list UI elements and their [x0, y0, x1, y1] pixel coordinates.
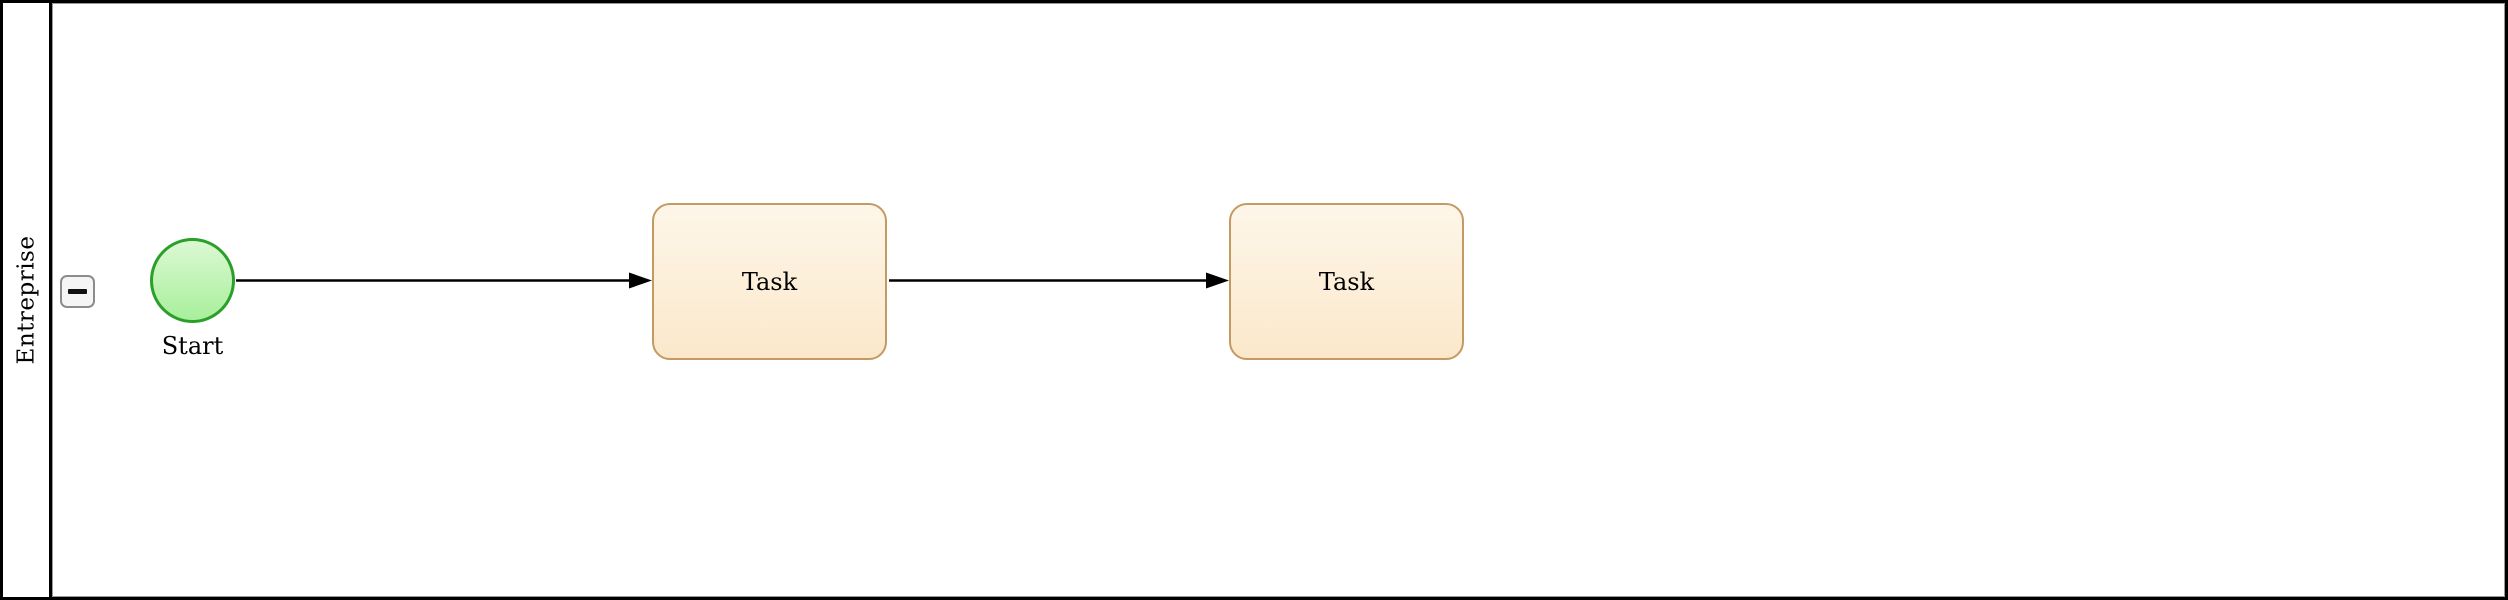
start-event-label: Start: [161, 332, 224, 360]
task-2-label: Task: [1318, 267, 1375, 296]
collapse-lane-button[interactable]: [60, 275, 95, 308]
task-1-label: Task: [741, 267, 798, 296]
start-event-node[interactable]: [150, 238, 235, 323]
minus-icon: [68, 289, 87, 294]
task-node-2[interactable]: Task: [1229, 203, 1464, 360]
task-node-1[interactable]: Task: [652, 203, 887, 360]
pool-label-strip[interactable]: Entreprise: [3, 3, 52, 597]
pool-label: Entreprise: [13, 235, 40, 365]
